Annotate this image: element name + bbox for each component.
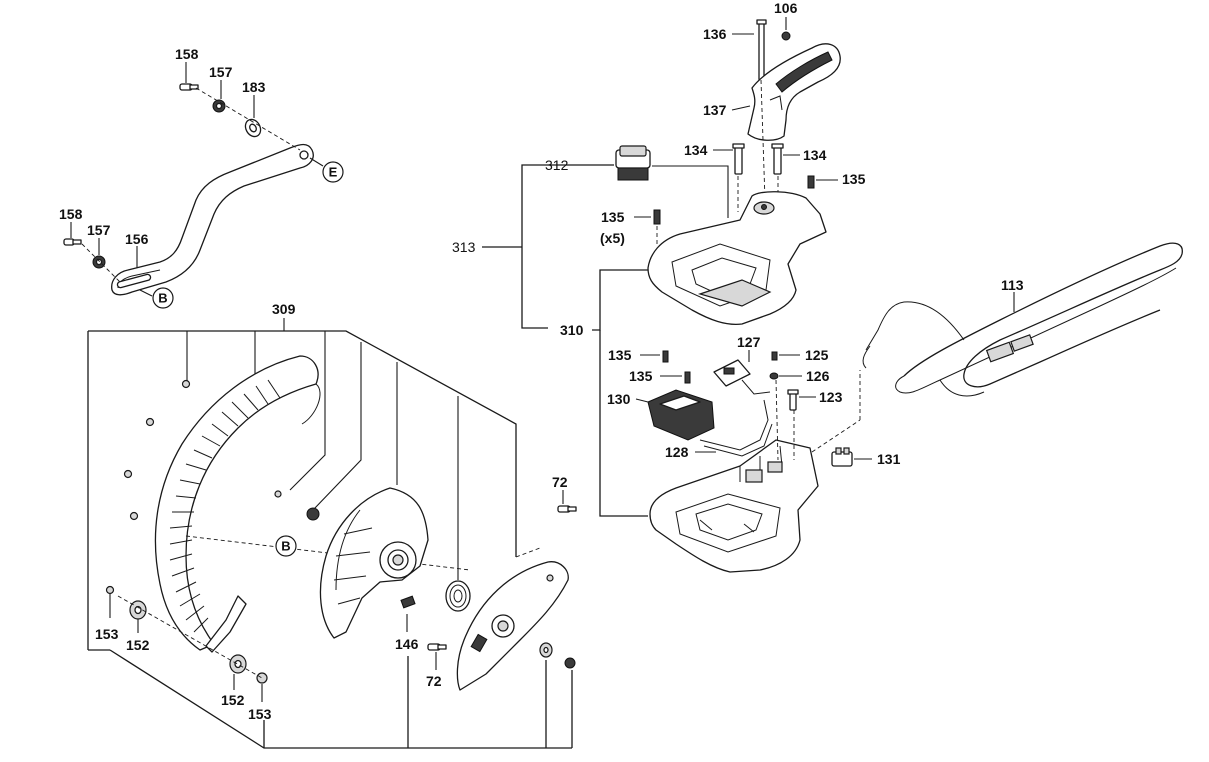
callout-136: 136 [703, 26, 727, 42]
callout-72-top: 72 [552, 474, 568, 490]
callout-135-c: 135 [608, 347, 632, 363]
callout-135-x5: 135 [601, 209, 625, 225]
callout-131: 131 [877, 451, 901, 467]
screw-158-top [179, 62, 199, 91]
callout-125: 125 [805, 347, 829, 363]
callout-106: 106 [774, 0, 798, 16]
callout-312: 312 [545, 157, 569, 173]
lower-housing [649, 439, 819, 573]
callout-156: 156 [125, 231, 149, 247]
spring [445, 580, 471, 612]
callout-135-qty: (x5) [600, 230, 625, 246]
bracket-313-310 [482, 164, 648, 517]
screw-135-d [660, 371, 691, 384]
link-arm-156 [111, 143, 314, 296]
screw-135-top [807, 175, 838, 189]
wire-128 [695, 399, 773, 457]
screw-158-left [63, 222, 82, 246]
pin-136 [732, 19, 767, 81]
screw-125 [771, 351, 800, 361]
callout-135-top: 135 [842, 171, 866, 187]
callout-157-top: 157 [209, 64, 233, 80]
callout-126: 126 [806, 368, 830, 384]
callout-153-left: 153 [95, 626, 119, 642]
guard-ribs [169, 379, 281, 633]
handle-137 [731, 43, 841, 141]
callout-310: 310 [560, 322, 584, 338]
reference-circle-E: E [322, 161, 344, 183]
callout-137: 137 [703, 102, 727, 118]
nut-right [564, 657, 576, 669]
svg-text:B: B [281, 539, 290, 554]
nut-157-top [212, 80, 226, 113]
nut-157-left [92, 238, 106, 269]
svg-text:E: E [329, 165, 338, 180]
upper-housing [647, 191, 827, 326]
callout-153-right: 153 [248, 706, 272, 722]
blade-plate [456, 561, 569, 691]
callout-134-left: 134 [684, 142, 708, 158]
screw-134-left [713, 143, 745, 175]
callout-128: 128 [665, 444, 689, 460]
terminal-131 [831, 447, 872, 467]
callout-152-left: 152 [126, 637, 150, 653]
circuit-board-127 [713, 350, 771, 395]
washer-152-right [229, 654, 247, 690]
guard-screws [105, 379, 320, 618]
screw-123 [787, 389, 816, 411]
callout-127: 127 [737, 334, 761, 350]
callout-183: 183 [242, 79, 266, 95]
screw-135-c [640, 350, 669, 363]
callout-152-right: 152 [221, 692, 245, 708]
callout-158-top: 158 [175, 46, 199, 62]
reference-circle-B-bottom: B [275, 535, 297, 557]
callout-146: 146 [395, 636, 419, 652]
blade-guard [154, 355, 321, 653]
block-146 [400, 595, 416, 632]
callout-135-d: 135 [629, 368, 653, 384]
callout-309: 309 [272, 301, 296, 317]
bracket-309-lines [87, 318, 517, 651]
washer-126 [769, 372, 802, 380]
callout-134-right: 134 [803, 147, 827, 163]
callout-313: 313 [452, 239, 476, 255]
callout-157-left: 157 [87, 222, 111, 238]
callout-113: 113 [1001, 277, 1024, 293]
callout-130: 130 [607, 391, 631, 407]
switch-130 [635, 389, 715, 441]
washer-right [539, 642, 553, 658]
power-cable-113 [862, 242, 1183, 397]
screw-134-right [771, 143, 800, 175]
screw-72-bottom [427, 643, 447, 670]
svg-text:B: B [158, 291, 167, 306]
callout-72-bottom: 72 [426, 673, 442, 689]
callout-123: 123 [819, 389, 843, 405]
washer-152-left [129, 600, 147, 633]
screw-72-top [557, 490, 577, 513]
screw-135-x5 [634, 209, 661, 246]
nut-106 [781, 17, 791, 41]
part-callouts: 158 157 183 158 157 156 309 72 146 72 15… [59, 0, 1024, 722]
switch-312 [576, 145, 729, 218]
bottom-bracket [109, 649, 573, 749]
inner-guard-plate [319, 487, 429, 639]
reference-circle-B-top: B [152, 287, 174, 309]
callout-158-left: 158 [59, 206, 83, 222]
screw-153-right [256, 672, 268, 702]
